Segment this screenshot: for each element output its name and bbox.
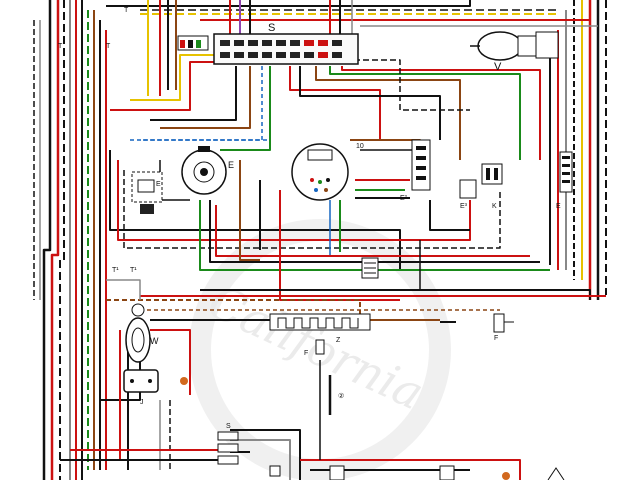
ignition-switch: 10 (291, 143, 364, 201)
middle-wires (109, 139, 606, 301)
fuse-row (220, 40, 342, 58)
sender-f-right-label: F (494, 335, 498, 342)
ground-number: ② (338, 392, 344, 400)
turn-signal-switch: E (131, 171, 163, 214)
fusebox-label: S (268, 22, 275, 34)
resistor-z: Z (269, 313, 456, 344)
sender-f-label: F (304, 350, 308, 357)
connector-t1b-label: T¹ (130, 267, 137, 274)
sender-f-mid: F (304, 339, 325, 357)
top-wires (106, 0, 598, 96)
switch-k-label: K (492, 203, 497, 210)
headlight-switch: E (181, 146, 234, 195)
switch-t-label: T (124, 7, 129, 14)
wiper-motor-label: V (494, 61, 502, 73)
fusebox: S (213, 22, 359, 65)
connector-t1-label: T¹ (112, 267, 119, 274)
switch-t-left-label: T (58, 43, 63, 50)
terminal-block (361, 257, 379, 279)
switch-e-right-label: E (556, 203, 561, 210)
switch-t-small-label: T (106, 43, 111, 50)
right-switch-block: E² E³ K E (400, 139, 573, 210)
relay-cluster: T T T (58, 7, 209, 51)
flasher-relay-label: J (140, 399, 144, 406)
wiper-motor: V (470, 31, 559, 73)
fuse-number-label: 10 (356, 143, 364, 150)
flasher-relay: J (123, 369, 188, 406)
t1-connectors: T¹ T¹ (112, 267, 137, 274)
turn-signal-label: E (156, 181, 161, 188)
switch-s-lower-label: S (226, 423, 231, 430)
bottom-components (269, 465, 565, 480)
sender-f-right: F (493, 313, 514, 342)
right-trunk-wires (549, 0, 607, 300)
switch-s-lower: S (217, 423, 239, 465)
left-trunk-wires (33, 0, 107, 480)
switch-e3-label: E³ (460, 203, 468, 210)
switch-e2-label: E² (400, 195, 408, 202)
resistor-label: Z (336, 337, 341, 344)
horn-label: W (150, 336, 159, 346)
horn: W (125, 303, 159, 363)
wire-harness (33, 0, 607, 480)
fusebox-wires (110, 54, 541, 160)
ground-terminal: ② (328, 375, 344, 415)
headlight-switch-label: E (228, 160, 234, 170)
